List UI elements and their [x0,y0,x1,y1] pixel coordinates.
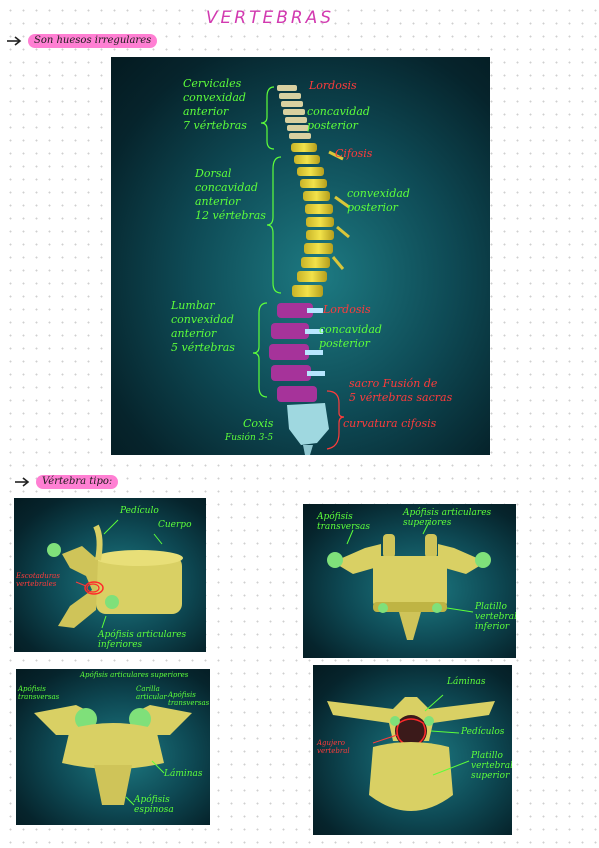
label-sacro: sacro Fusión de 5 vértebras sacras [349,377,453,404]
vertebra-posterior-panel: Apófisis transversas Apófisis articulare… [16,669,210,825]
label-curvatura-cifosis: curvatura cifosis [343,417,437,430]
sacrum-coccyx [287,403,329,455]
label-laminas: Láminas [447,677,486,687]
label-apofisis-transversas: Apófisis transversas [317,512,371,532]
label-lumbar: Lumbar convexidad anterior 5 vértebras [171,299,235,354]
label-cervicales: Cervicales convexidad anterior 7 vértebr… [183,77,247,132]
label-apofisis-transversas-left: Apófisis transversas [18,685,60,701]
vertebra-lateral-panel: Pedículo Cuerpo Escotaduras vertebrales … [14,498,206,652]
vertebra-superior-panel: Láminas Agujero vertebral Pedículos Plat… [313,665,512,835]
bullet-vertebra-tipo-text: Vértebra tipo: [36,475,119,489]
vertebra-frontal-panel: Apófisis transversas Apófisis articulare… [303,504,516,658]
label-apofisis-articulares-inferiores: Apófisis articulares inferiores [98,630,187,650]
vertebra-posterior-illustration [34,705,192,806]
label-lordosis-cervical: Lordosis [309,79,357,92]
label-escotaduras-vertebrales: Escotaduras vertebrales [16,572,60,588]
label-fusion-coxis: Fusión 3-5 [225,433,274,443]
label-apofisis-espinosa: Apófisis espinosa [134,795,174,815]
bullet-irregular: Son huesos irregulares [6,34,158,48]
vertebra-frontal-illustration [327,521,491,640]
label-platillo-vertebral-superior: Platillo vertebral superior [471,751,512,781]
lumbar-vertebrae [269,303,325,402]
label-apofisis-articulares-superiores: Apófisis articulares superiores [403,508,492,528]
label-dorsal: Dorsal concavidad anterior 12 vértebras [195,167,266,222]
thoracic-vertebrae [291,143,350,297]
label-laminas: Láminas [164,769,203,779]
arrow-right-icon [7,36,22,46]
vertebra-lateral-illustration [47,519,183,629]
label-convexidad-posterior: convexidad posterior [347,187,410,214]
spine-image-panel: Cervicales convexidad anterior 7 vértebr… [111,57,490,455]
vertebra-superior-illustration [327,694,495,811]
label-lordosis-lumbar: Lordosis [323,303,371,316]
bullet-irregular-text: Son huesos irregulares [28,34,158,48]
spine-illustration [252,85,350,455]
label-platillo-vertebral-inferior: Platillo vertebral inferior [475,602,516,632]
label-apofisis-transversas-right: Apófisis transversas [168,691,210,707]
label-pediculo: Pedículo [120,506,159,516]
label-concavidad-posterior-cervical: concavidad posterior [307,105,370,132]
label-agujero-vertebral: Agujero vertebral [317,739,350,755]
label-coxis: Coxis [243,417,274,430]
label-pediculos: Pedículos [461,727,505,737]
label-cifosis: Cifosis [335,147,373,160]
page-title: VERTEBRAS [205,8,335,28]
label-carilla-articular: Carilla articular [136,685,167,701]
bullet-vertebra-tipo: Vértebra tipo: [14,475,119,489]
label-cuerpo: Cuerpo [158,520,192,530]
label-apofisis-articulares-superiores: Apófisis articulares superiores [80,671,189,679]
label-concavidad-posterior-lumbar: concavidad posterior [319,323,382,350]
arrow-right-icon [15,477,30,487]
cervical-vertebrae [277,85,311,139]
